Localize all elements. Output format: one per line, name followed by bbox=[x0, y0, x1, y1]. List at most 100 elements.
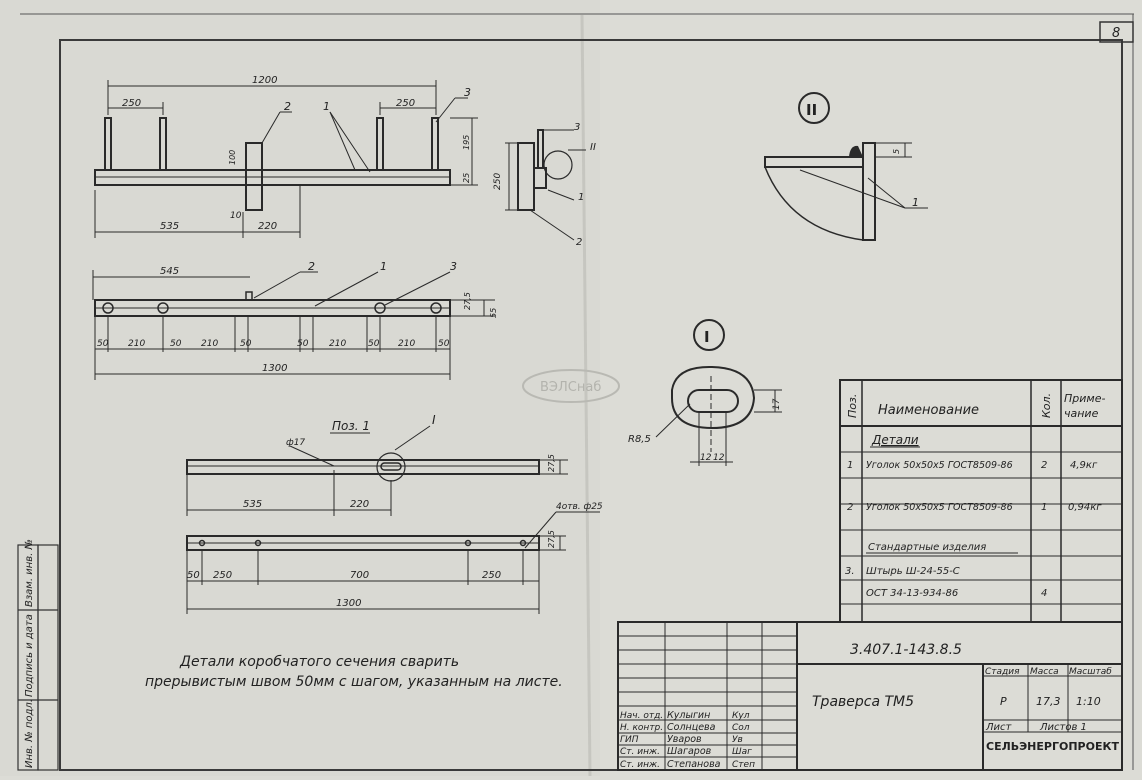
title-stage: Р bbox=[1000, 695, 1007, 708]
plan-spacing-label: 50 bbox=[97, 339, 109, 349]
pos1-dim-700: 700 bbox=[350, 570, 369, 581]
spec-section-standard: Стандартные изделия bbox=[868, 542, 986, 553]
pos1-top-view bbox=[186, 425, 568, 516]
role-title: ГИП bbox=[620, 735, 639, 745]
spec-header-name: Наименование bbox=[878, 403, 979, 418]
plan-view bbox=[92, 270, 495, 380]
plan-spacing-label: 210 bbox=[329, 339, 346, 349]
side-stamp-sign: Подпись и дата bbox=[24, 614, 35, 697]
side-pos-3: 3 bbox=[574, 122, 580, 133]
side-dim-250: 250 bbox=[493, 173, 503, 190]
pos1-title: Поз. 1 bbox=[332, 419, 370, 433]
plan-spacing-label: 50 bbox=[240, 339, 252, 349]
front-dim-250-right: 250 bbox=[396, 98, 415, 109]
detail-I-dim-12-b: 12 bbox=[713, 453, 725, 463]
front-dim-1200: 1200 bbox=[252, 75, 277, 86]
role-name: Шагаров bbox=[667, 746, 712, 757]
role-signature: Сол bbox=[732, 723, 750, 733]
title-scale: 1:10 bbox=[1076, 695, 1101, 708]
detail-I-dim-17: 17 bbox=[772, 398, 782, 410]
spec-row-2-pos: 2 bbox=[847, 502, 853, 513]
pos1-dim-250-left: 250 bbox=[213, 570, 232, 581]
role-name: Солнцева bbox=[667, 722, 716, 733]
side-stamp: Инв. № подл. Подпись и дата Взам. инв. № bbox=[17, 539, 59, 771]
side-view bbox=[505, 129, 586, 241]
title-doc-code: 3.407.1-143.8.5 bbox=[850, 642, 962, 658]
spec-row-1-name: Уголок 50х50х5 ГОСТ8509-86 bbox=[866, 460, 1013, 471]
title-name: Траверса ТМ5 bbox=[812, 694, 914, 710]
title-sheets-label: Листов 1 bbox=[1039, 722, 1087, 733]
side-stamp-replace: Взам. инв. № bbox=[24, 539, 35, 607]
pos1-dim-220: 220 bbox=[350, 499, 369, 510]
spec-row-1-pos: 1 bbox=[847, 460, 853, 471]
role-title: Ст. инж. bbox=[620, 747, 660, 757]
note-line-2: прерывистым швом 50мм с шагом, указанным… bbox=[145, 674, 563, 690]
title-mass: 17,3 bbox=[1036, 695, 1061, 708]
plan-spacing-label: 50 bbox=[170, 339, 182, 349]
plan-spacing-label: 210 bbox=[398, 339, 415, 349]
pos1-dim-250-right: 250 bbox=[482, 570, 501, 581]
spec-std-qty: 4 bbox=[1041, 588, 1047, 599]
sheet-number-box bbox=[1099, 21, 1134, 43]
detail-I-radius: R8,5 bbox=[628, 434, 651, 445]
title-sheet-label: Лист bbox=[985, 722, 1013, 733]
watermark-text: ВЭЛСнаб bbox=[540, 380, 601, 395]
pos1-dim-1300: 1300 bbox=[336, 598, 361, 609]
front-dim-535: 535 bbox=[160, 221, 179, 232]
plan-pos-1: 1 bbox=[380, 260, 387, 273]
plan-spacing-label: 50 bbox=[297, 339, 309, 349]
paper-left-half bbox=[0, 0, 600, 776]
side-pos-2: 2 bbox=[576, 237, 582, 248]
spec-std-name-1: Штырь Ш-24-55-С bbox=[866, 566, 960, 577]
role-title: Н. контр. bbox=[620, 723, 663, 733]
detail-II bbox=[764, 92, 928, 241]
paper-fold bbox=[580, 14, 592, 777]
role-title: Ст. инж. bbox=[620, 760, 660, 770]
pos1-detail-mark: I bbox=[432, 413, 436, 427]
plan-dim-1300: 1300 bbox=[262, 363, 287, 374]
plan-spacing-label: 210 bbox=[201, 339, 218, 349]
detail-II-pos-1: 1 bbox=[912, 196, 919, 209]
front-dim-100: 100 bbox=[228, 150, 237, 165]
role-name: Степанова bbox=[667, 759, 721, 770]
title-roles: Нач. отд. Кулыгин Кул Н. контр. Солнцева СолГ… bbox=[620, 710, 755, 770]
plan-dim-545: 545 bbox=[160, 266, 179, 277]
spec-table bbox=[839, 379, 1123, 623]
role-signature: Кул bbox=[732, 711, 750, 721]
spec-row-2-qty: 1 bbox=[1041, 502, 1047, 513]
front-pos-1: 1 bbox=[323, 100, 330, 113]
pos1-bottom-dim-right: 27,5 bbox=[547, 530, 556, 548]
front-pos-3: 3 bbox=[464, 86, 471, 99]
spec-row-1-qty: 2 bbox=[1041, 460, 1047, 471]
detail-II-dim-5: 5 bbox=[892, 149, 901, 154]
role-signature: Шаг bbox=[732, 747, 752, 757]
role-name: Кулыгин bbox=[667, 710, 710, 721]
detail-II-mark: II bbox=[806, 101, 817, 119]
spec-header-qty: Кол. bbox=[1040, 393, 1053, 418]
spec-header-note: Приме- чание bbox=[1064, 392, 1109, 420]
watermark: ВЭЛСнаб bbox=[522, 369, 620, 403]
sheet-number: 8 bbox=[1112, 26, 1120, 41]
role-signature: Степ bbox=[732, 760, 755, 770]
front-dim-10: 10 bbox=[230, 211, 242, 221]
role-title: Нач. отд. bbox=[620, 711, 663, 721]
pos1-hole-label: ф17 bbox=[286, 438, 305, 448]
front-view bbox=[94, 80, 478, 238]
pos1-dim-535: 535 bbox=[243, 499, 262, 510]
spec-row-1-note: 4,9кг bbox=[1070, 460, 1098, 471]
plan-dim-55: 55 bbox=[489, 308, 498, 318]
front-dim-250-left: 250 bbox=[122, 98, 141, 109]
detail-I bbox=[655, 319, 782, 466]
spec-row-2-name: Уголок 50х50х5 ГОСТ8509-86 bbox=[866, 502, 1013, 513]
plan-spacing-label: 50 bbox=[368, 339, 380, 349]
detail-I-dim-12-a: 12 bbox=[700, 453, 712, 463]
front-dim-25: 25 bbox=[462, 173, 471, 183]
side-detail-mark: II bbox=[590, 142, 596, 153]
plan-spacing-label: 50 bbox=[438, 339, 450, 349]
title-company: СЕЛЬЭНЕРГОПРОЕКТ bbox=[986, 740, 1119, 753]
spec-section-details: Детали bbox=[871, 433, 919, 447]
role-signature: Ув bbox=[732, 735, 743, 745]
